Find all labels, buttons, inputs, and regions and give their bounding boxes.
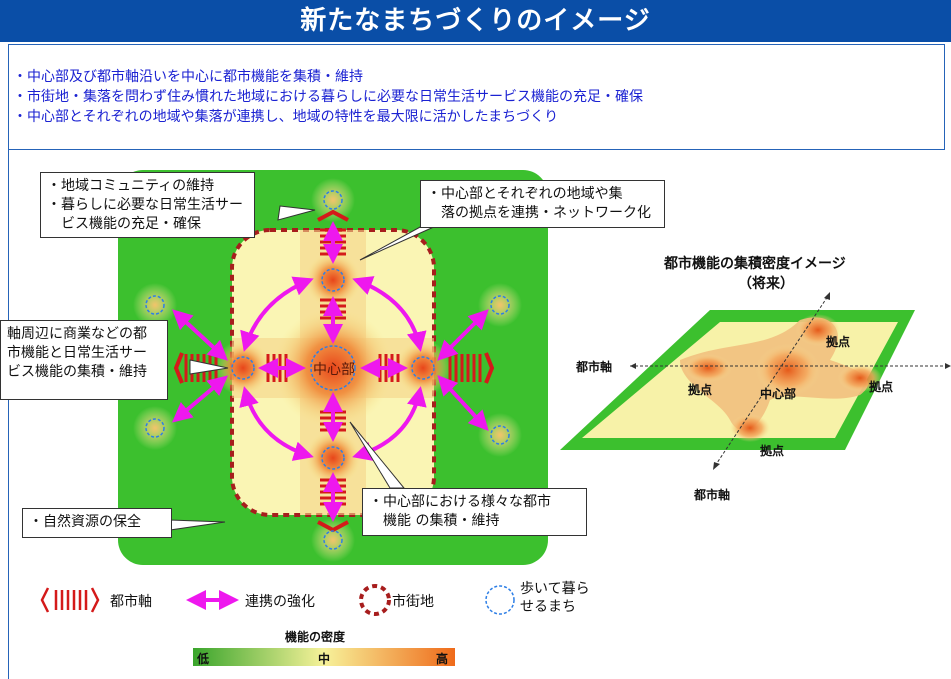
summary-line: ・中心部とそれぞれの地域や集落が連携し、地域の特性を最大限に活かしたまちづくり <box>13 109 559 125</box>
callout-line: 落の拠点を連携・ネットワーク化 <box>427 205 651 221</box>
density-title: 機能の密度 <box>285 630 346 644</box>
concept-diagram <box>118 170 548 565</box>
density-low: 低 <box>197 652 210 666</box>
callout-line: ・自然資源の保全 <box>29 514 141 530</box>
callout-nature: ・自然資源の保全 <box>22 508 172 538</box>
callout-line: ・中心部における様々な都市 <box>369 494 551 510</box>
legend-label: 都市軸 <box>110 594 152 610</box>
legend-icons <box>40 584 515 616</box>
callout-line: 軸周辺に商業などの都 <box>7 326 147 342</box>
callout-line: ビス機能の集積・維持 <box>7 364 147 380</box>
page-title: 新たなまちづくりのイメージ <box>0 0 951 42</box>
callout-line: ・地域コミュニティの維持 <box>47 178 215 194</box>
density-map <box>560 292 951 470</box>
legend-label: 連携の強化 <box>245 594 315 610</box>
callout-axis: 軸周辺に商業などの都 市機能と日常生活サー ビス機能の集積・維持 <box>0 320 168 400</box>
frame-line <box>8 150 9 679</box>
legend-label: 市街地 <box>392 594 434 610</box>
callout-line: ・暮らしに必要な日常生活サー <box>47 197 243 213</box>
callout-community: ・地域コミュニティの維持 ・暮らしに必要な日常生活サー ビス機能の充足・確保 <box>40 172 255 238</box>
hub-label: 拠点 <box>826 335 851 349</box>
callout-line: 機能 の集積・維持 <box>369 513 500 529</box>
density-map-subtitle: （将来） <box>738 276 794 292</box>
density-center-label: 中心部 <box>760 387 797 401</box>
density-gradient <box>193 648 455 666</box>
axis-label: 都市軸 <box>694 488 731 502</box>
axis-label: 都市軸 <box>576 360 613 374</box>
summary-line: ・中心部及び都市軸沿いを中心に都市機能を集積・維持 <box>13 69 363 85</box>
callout-line: ・中心部とそれぞれの地域や集 <box>427 186 623 202</box>
density-high: 高 <box>436 652 449 666</box>
summary-line: ・市街地・集落を問わず住み慣れた地域における暮らしに必要な日常生活サービス機能の… <box>13 89 643 105</box>
callout-line: 市機能と日常生活サー <box>7 345 147 361</box>
callout-line: ビス機能の充足・確保 <box>47 216 201 232</box>
density-mid: 中 <box>318 652 331 666</box>
center-label: 中心部 <box>313 362 355 378</box>
legend-label: 歩いて暮ら せるまち <box>520 581 590 615</box>
hub-label: 拠点 <box>760 444 785 458</box>
density-map-title: 都市機能の集積密度イメージ <box>664 256 846 272</box>
callout-network: ・中心部とそれぞれの地域や集 落の拠点を連携・ネットワーク化 <box>420 180 665 228</box>
hub-label: 拠点 <box>688 383 713 397</box>
callout-center: ・中心部における様々な都市 機能 の集積・維持 <box>362 488 587 536</box>
summary-box: ・中心部及び都市軸沿いを中心に都市機能を集積・維持 ・市街地・集落を問わず住み慣… <box>8 44 945 150</box>
hub-label: 拠点 <box>869 380 894 394</box>
